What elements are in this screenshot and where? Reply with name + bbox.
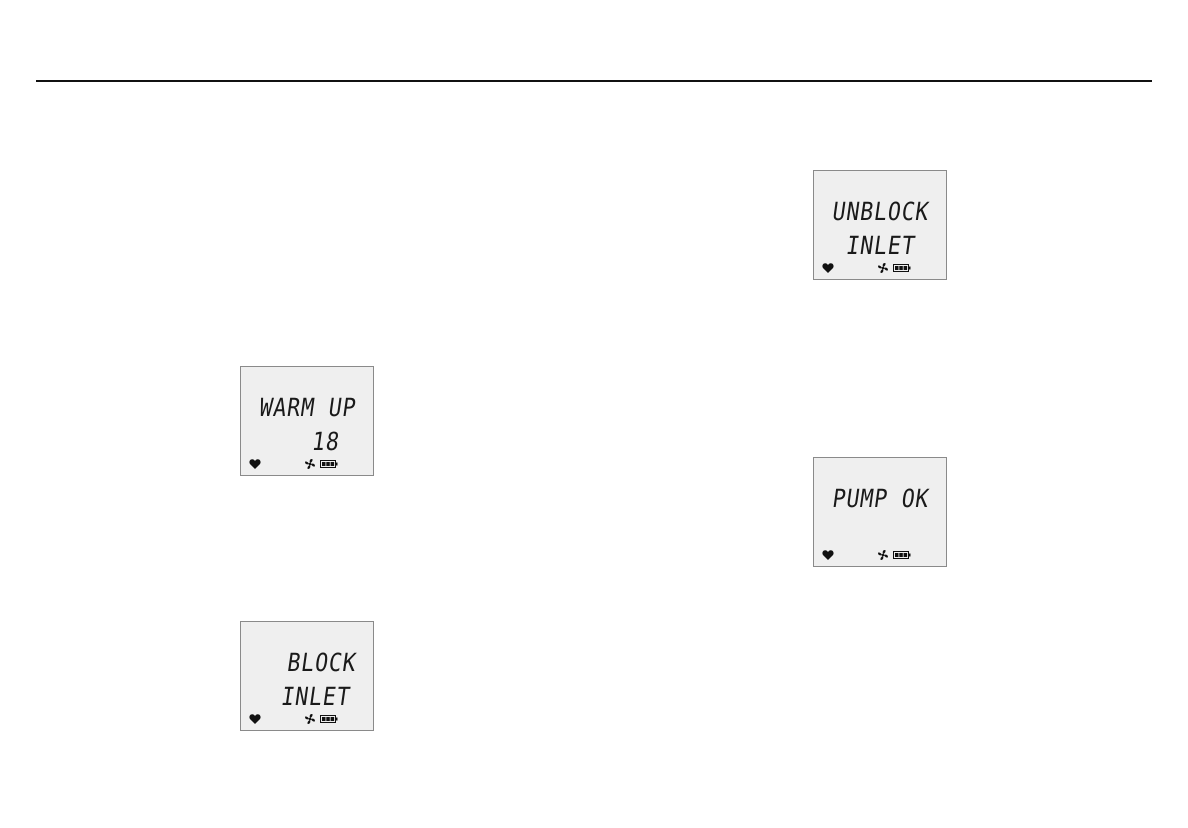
battery-icon bbox=[893, 264, 911, 272]
lcd-status-row bbox=[822, 549, 940, 561]
lcd-line-2 bbox=[821, 518, 940, 548]
lcd-line-1: PUMP OK bbox=[821, 484, 940, 514]
lcd-status-row bbox=[822, 262, 940, 274]
lcd-line-1: UNBLOCK bbox=[821, 197, 940, 227]
battery-icon bbox=[893, 551, 911, 559]
fan-icon bbox=[304, 713, 316, 725]
lcd-line-2: INLET bbox=[256, 682, 375, 712]
lcd-line-1: WARM UP bbox=[248, 393, 367, 423]
lcd-display-warm-up: WARM UP 18 bbox=[240, 366, 374, 476]
lcd-status-row bbox=[249, 713, 367, 725]
lcd-display-unblock-inlet: UNBLOCK INLET bbox=[813, 170, 947, 280]
lcd-status-row bbox=[249, 458, 367, 470]
lcd-line-1: BLOCK bbox=[262, 648, 381, 678]
lcd-line-2: 18 bbox=[266, 427, 385, 457]
heart-icon bbox=[822, 262, 834, 274]
battery-icon bbox=[320, 715, 338, 723]
heart-icon bbox=[249, 458, 261, 470]
fan-icon bbox=[877, 549, 889, 561]
heart-icon bbox=[249, 713, 261, 725]
lcd-line-2: INLET bbox=[821, 231, 940, 261]
header-rule bbox=[36, 80, 1152, 82]
lcd-display-block-inlet: BLOCK INLET bbox=[240, 621, 374, 731]
battery-icon bbox=[320, 460, 338, 468]
fan-icon bbox=[304, 458, 316, 470]
heart-icon bbox=[822, 549, 834, 561]
fan-icon bbox=[877, 262, 889, 274]
lcd-display-pump-ok: PUMP OK bbox=[813, 457, 947, 567]
